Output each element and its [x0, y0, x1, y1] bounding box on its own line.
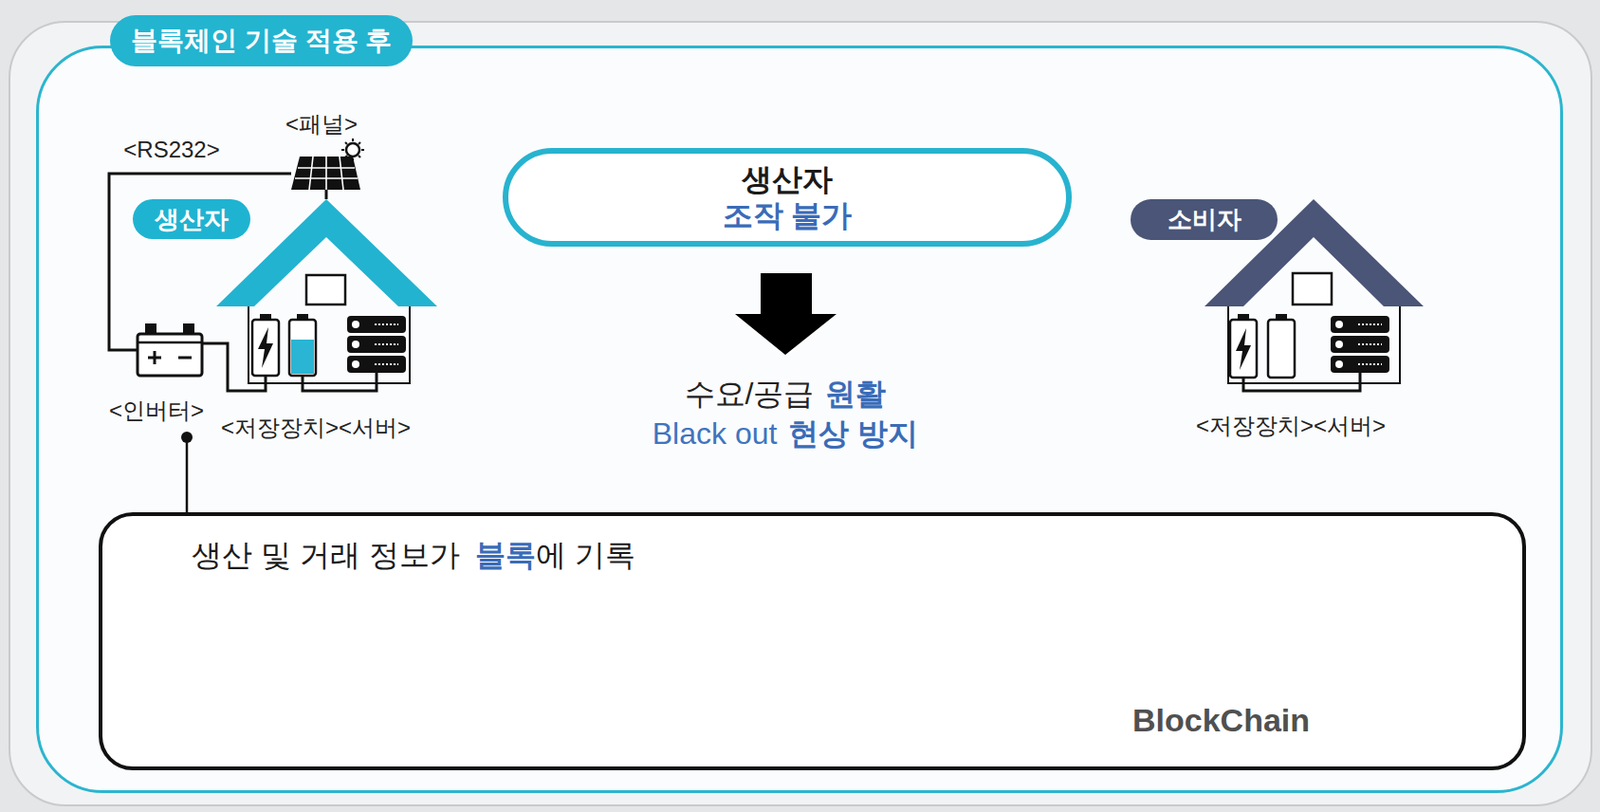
producer-house-part: [202, 343, 377, 391]
consumer-house-part: [1335, 320, 1343, 329]
label-line: <인버터>: [109, 395, 204, 426]
solar-panel: [291, 138, 365, 200]
inverter-icon-part: [147, 350, 192, 365]
consumer-pill: 소비자: [1130, 199, 1278, 240]
down-arrow-part: [735, 273, 837, 355]
inverter-icon-part: [145, 323, 157, 334]
label-line: 수요/공급원활: [684, 373, 887, 416]
consumer-house-part: [1268, 319, 1295, 378]
producer-house-part: [248, 298, 410, 384]
part-label: <저장장치>: [220, 412, 339, 443]
brand-text: BlockChain: [1132, 701, 1310, 739]
producer-house-part: [351, 320, 360, 329]
consumer-house-part: [1235, 328, 1251, 370]
role-label: 생산자: [154, 202, 229, 237]
producer-house-part: [374, 324, 399, 365]
part-label: <RS232>: [123, 136, 220, 164]
consumer-house-part: [1335, 340, 1343, 349]
role-label: 소비자: [1167, 202, 1242, 237]
inverter-icon-part: [137, 341, 203, 345]
solar-panel-part: [294, 156, 358, 190]
part-label: <패널>: [285, 109, 358, 140]
part-label: <서버>: [1313, 410, 1386, 442]
solar-panel-part: [325, 189, 329, 200]
label-line: <패널>: [285, 109, 358, 140]
part-label: 원활: [825, 373, 886, 416]
label-line: <저장장치><서버>: [1195, 410, 1386, 442]
title-text: 블록체인 기술 적용 후: [130, 22, 392, 59]
consumer-house-part: [1335, 360, 1343, 368]
producer-pill: 생산자: [132, 199, 251, 240]
record-text: 생산 및 거래 정보가: [191, 534, 460, 577]
title-tab: 블록체인 기술 적용 후: [110, 15, 413, 67]
part-label: <인버터>: [109, 395, 204, 426]
label-line: <RS232>: [123, 136, 220, 164]
inverter-icon-part: [185, 437, 189, 513]
producer-house-part: [252, 319, 279, 376]
inverter-icon-part: [183, 323, 195, 334]
producer-house-part: [291, 339, 314, 374]
consumer-house-part: [1228, 298, 1400, 384]
producer-house-part: [351, 340, 360, 349]
consumer-house-part: [1230, 319, 1257, 378]
part-label: 현상 방지: [788, 413, 919, 456]
claim-box: 생산자조작 불가: [502, 147, 1072, 247]
consumer-house-part: [1243, 372, 1361, 391]
solar-panel-part: [291, 156, 361, 190]
producer-house-part: [289, 319, 316, 376]
text-row: 생산 및 거래 정보가 블록에 기록: [191, 534, 636, 577]
part-label: <저장장치>: [1195, 410, 1314, 442]
producer-house-part: [257, 327, 274, 368]
part-label: 수요/공급: [684, 373, 815, 416]
part-label: <서버>: [338, 412, 411, 443]
down-arrow: [735, 273, 837, 355]
record-keyword: 블록: [475, 534, 536, 577]
label-line: Black out 현상 방지: [652, 413, 920, 456]
box-body: 조작 불가: [722, 197, 853, 234]
solar-panel-part: [346, 143, 360, 157]
consumer-house-part: [1358, 324, 1382, 365]
producer-house-part: [351, 360, 360, 368]
part-label: Black out: [652, 416, 778, 452]
producer-house-part: [306, 275, 346, 305]
consumer-house-part: [1292, 273, 1332, 305]
inverter-icon-part: [137, 333, 203, 376]
record-text: 에 기록: [535, 534, 636, 577]
blockchain-box: 생산 및 거래 정보가 블록에 기록 BlockChain: [98, 512, 1527, 771]
label-line: <저장장치><서버>: [220, 412, 411, 443]
box-heading: 생산자: [741, 161, 833, 198]
